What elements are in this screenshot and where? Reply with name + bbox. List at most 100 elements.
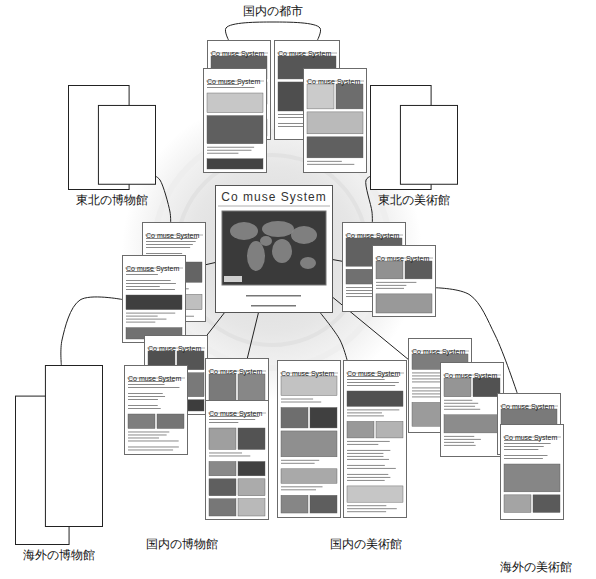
text-line [128, 437, 159, 438]
text-line [444, 403, 478, 404]
connector-line [207, 313, 224, 335]
text-line [504, 446, 544, 447]
text-line [126, 289, 175, 290]
text-line [128, 449, 173, 450]
text-line [444, 400, 472, 401]
map-logo [224, 276, 242, 282]
page-header: Co muse System [441, 370, 500, 381]
placeholder-box: 東北の博物館 [68, 85, 156, 190]
text-line [126, 313, 175, 314]
text-line [209, 422, 238, 423]
page-header: Co muse System [304, 76, 363, 87]
text-line [347, 444, 378, 445]
page-header: Co muse System [217, 188, 330, 207]
page-header: Co muse System [498, 401, 557, 412]
page-header: Co muse System [501, 432, 560, 443]
text-line [347, 480, 385, 481]
text-line [126, 319, 166, 320]
text-line [444, 442, 474, 443]
text-line [128, 396, 165, 397]
photo-thumb [308, 82, 336, 111]
photo-thumb [307, 137, 363, 158]
node-decoration [15, 365, 103, 545]
header-rule [218, 206, 330, 207]
screenshot-card: Co muse System [343, 360, 407, 518]
category-label: 国内の美術館 [330, 537, 402, 551]
photo-thumb [347, 391, 403, 406]
page-header: Co muse System [409, 346, 468, 357]
connector-line [333, 260, 342, 262]
text-line [281, 463, 315, 464]
photo-thumb [533, 495, 560, 513]
text-line [444, 445, 476, 446]
text-line [444, 409, 480, 410]
text-line [347, 477, 390, 478]
text-line [146, 247, 190, 248]
photo-thumb [278, 82, 306, 111]
connector-line [206, 263, 215, 265]
node-decoration [344, 361, 406, 517]
text-line [347, 459, 389, 460]
page-header: Co muse System [343, 230, 402, 241]
photo-thumb [310, 408, 337, 428]
main-screen-card: Co muse System [215, 185, 333, 313]
photo-thumb [238, 499, 265, 516]
text-line [307, 161, 342, 162]
page-header: Co muse System [145, 343, 204, 354]
placeholder-rect [98, 105, 155, 184]
placeholder-box: 東北の美術館 [370, 85, 458, 190]
map-landmass [230, 222, 258, 240]
text-line [376, 288, 404, 289]
placeholder-rect [45, 366, 102, 527]
photo-thumb [504, 495, 531, 513]
world-map [222, 211, 326, 285]
photo-thumb [207, 93, 263, 113]
text-line [347, 456, 383, 457]
text-line [146, 241, 196, 242]
category-label: 海外の美術館 [500, 560, 572, 574]
text-line [347, 441, 390, 442]
text-line [128, 446, 179, 447]
photo-thumb [376, 261, 403, 279]
connector-line [225, 22, 320, 40]
photo-thumb [376, 421, 403, 438]
page-header: Co muse System [206, 408, 265, 419]
page-header: Co muse System [206, 366, 265, 377]
photo-thumb [347, 486, 403, 502]
text-line [504, 449, 538, 450]
text-line [504, 455, 548, 456]
photo-thumb [310, 495, 337, 513]
text-line [376, 285, 406, 286]
map-landmass [300, 257, 316, 269]
text-line [207, 147, 254, 148]
photo-thumb [209, 479, 236, 496]
connector-line [61, 297, 122, 365]
page-header: Co muse System [344, 368, 403, 379]
text-line [347, 505, 386, 506]
photo-thumb [405, 261, 432, 279]
text-line [347, 379, 385, 380]
map-landmass [262, 221, 294, 237]
placeholder-box: 海外の博物館 [15, 365, 103, 545]
text-line [347, 382, 399, 383]
text-line [281, 486, 323, 487]
text-line [281, 399, 313, 400]
connector-line [320, 313, 347, 360]
text-line [146, 253, 182, 254]
screenshot-card: Co muse System [124, 365, 188, 455]
photo-thumb [238, 428, 265, 449]
screenshot-card: Co muse System [203, 68, 267, 173]
page-header: Co muse System [275, 48, 334, 59]
text-line [347, 465, 385, 466]
text-line [347, 412, 382, 413]
map-landmass [291, 226, 317, 244]
text-line [346, 293, 375, 294]
text-line [444, 406, 475, 407]
text-line [207, 87, 254, 88]
screenshot-card: Co muse System [500, 424, 564, 520]
text-line [209, 452, 242, 453]
text-line [444, 436, 474, 437]
page-header: Co muse System [123, 263, 182, 274]
photo-thumb [238, 461, 265, 475]
text-line [412, 378, 440, 379]
